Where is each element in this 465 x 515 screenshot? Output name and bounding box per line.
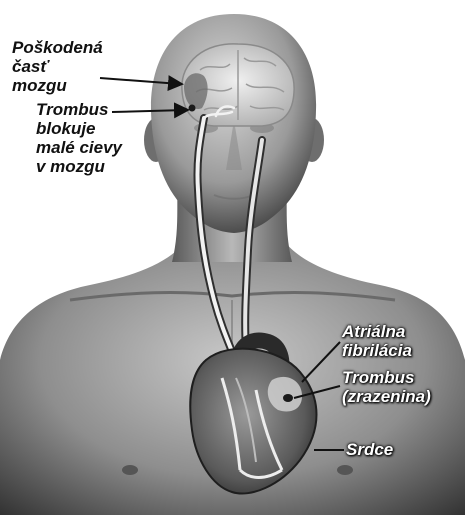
label-damaged-brain: Poškodená časť mozgu [12,38,103,95]
brain [182,44,294,126]
label-thrombus-brain: Trombus blokuje malé cievy v mozgu [36,100,122,176]
brain-thrombus [189,105,196,112]
label-atrial-fibrillation: Atriálna fibrilácia [342,322,412,360]
label-heart: Srdce [346,440,393,459]
left-nipple [122,465,138,475]
heart-thrombus [283,394,293,402]
right-nipple [337,465,353,475]
label-thrombus-heart: Trombus (zrazenina) [342,368,431,406]
